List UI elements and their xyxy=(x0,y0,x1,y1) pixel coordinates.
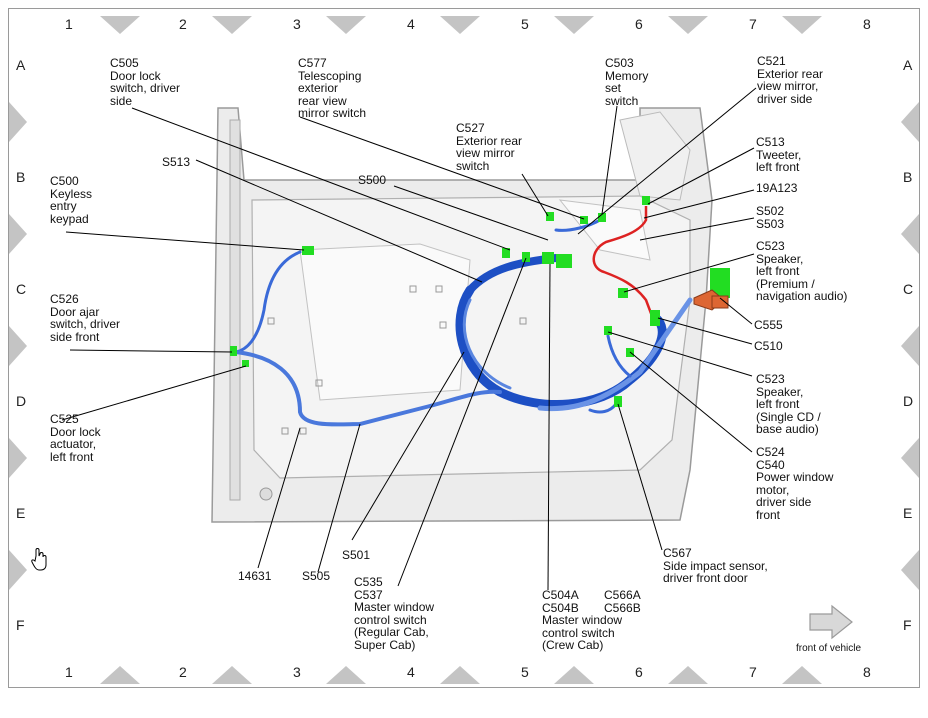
callout-19a123: 19A123 xyxy=(756,181,798,195)
grid-col-1-bottom: 1 xyxy=(65,664,73,680)
grid-col-4-bottom: 4 xyxy=(407,664,415,680)
grid-row-f-right: F xyxy=(903,617,912,633)
grid-col-5-top: 5 xyxy=(521,16,529,32)
blue-harness xyxy=(234,218,693,427)
grid-col-4-top: 4 xyxy=(407,16,415,32)
grid-row-b-left: B xyxy=(16,169,26,185)
connectors xyxy=(230,196,660,407)
grid-row-c-left: C xyxy=(16,281,27,297)
callout-c535-c537: C535 C537 Master window control switch (… xyxy=(354,575,435,652)
grid-row-a-right: A xyxy=(903,57,913,73)
callout-s502-s503: S502 S503 xyxy=(756,204,785,231)
callout-c577: C577 Telescoping exterior rear view mirr… xyxy=(298,56,366,120)
grid-row-f-left: F xyxy=(16,617,25,633)
callout-s501: S501 xyxy=(342,548,371,562)
callout-c521: C521 Exterior rear view mirror, driver s… xyxy=(757,54,824,106)
grid-row-e-right: E xyxy=(903,505,913,521)
grid-row-c-right: C xyxy=(903,281,914,297)
callout-c513: C513 Tweeter, left front xyxy=(756,135,802,174)
grid-markers xyxy=(9,16,919,684)
grid-col-7-top: 7 xyxy=(749,16,757,32)
callout-s513: S513 xyxy=(162,155,191,169)
callout-c503: C503 Memory set switch xyxy=(605,56,649,108)
hand-cursor-icon xyxy=(31,548,47,571)
grid-col-7-bottom: 7 xyxy=(749,664,757,680)
grid-row-b-right: B xyxy=(903,169,913,185)
callout-c526: C526 Door ajar switch, driver side front xyxy=(50,292,121,344)
leader-lines xyxy=(61,87,757,591)
callout-c527: C527 Exterior rear view mirror switch xyxy=(456,121,523,173)
grid-row-d-right: D xyxy=(903,393,914,409)
grid-col-8-bottom: 8 xyxy=(863,664,871,680)
callout-c523-cd: C523 Speaker, left front (Single CD / ba… xyxy=(756,372,821,436)
grid-col-1-top: 1 xyxy=(65,16,73,32)
grid-col-3-top: 3 xyxy=(293,16,301,32)
callout-c505: C505 Door lock switch, driver side xyxy=(110,56,181,108)
c555-connector xyxy=(693,268,730,311)
grid-row-a-left: A xyxy=(16,57,26,73)
grid-col-6-bottom: 6 xyxy=(635,664,643,680)
grid-row-d-left: D xyxy=(16,393,27,409)
red-harness xyxy=(592,206,654,317)
callout-c525: C525 Door lock actuator, left front xyxy=(50,412,101,464)
grid-row-e-left: E xyxy=(16,505,26,521)
callout-14631: 14631 xyxy=(238,569,272,583)
callout-s505: S505 xyxy=(302,569,331,583)
callout-c510: C510 xyxy=(754,339,783,353)
grid-col-5-bottom: 5 xyxy=(521,664,529,680)
grid-col-2-top: 2 xyxy=(179,16,187,32)
callout-s500: S500 xyxy=(358,173,387,187)
front-of-vehicle-label: front of vehicle xyxy=(796,643,862,654)
grid-col-6-top: 6 xyxy=(635,16,643,32)
callout-c524-c540: C524 C540 Power window motor, driver sid… xyxy=(756,445,834,522)
callout-c504: C504A C504B Master window control switch… xyxy=(542,588,623,652)
callout-c555: C555 xyxy=(754,318,783,332)
front-arrow-icon xyxy=(809,604,853,640)
callout-c567: C567 Side impact sensor, driver front do… xyxy=(663,546,768,585)
grid-col-3-bottom: 3 xyxy=(293,664,301,680)
callout-c523-premium: C523 Speaker, left front (Premium / navi… xyxy=(756,239,848,303)
callout-c500: C500 Keyless entry keypad xyxy=(50,174,93,226)
grid-col-8-top: 8 xyxy=(863,16,871,32)
callout-c566: C566A C566B xyxy=(604,588,641,615)
grid-col-2-bottom: 2 xyxy=(179,664,187,680)
